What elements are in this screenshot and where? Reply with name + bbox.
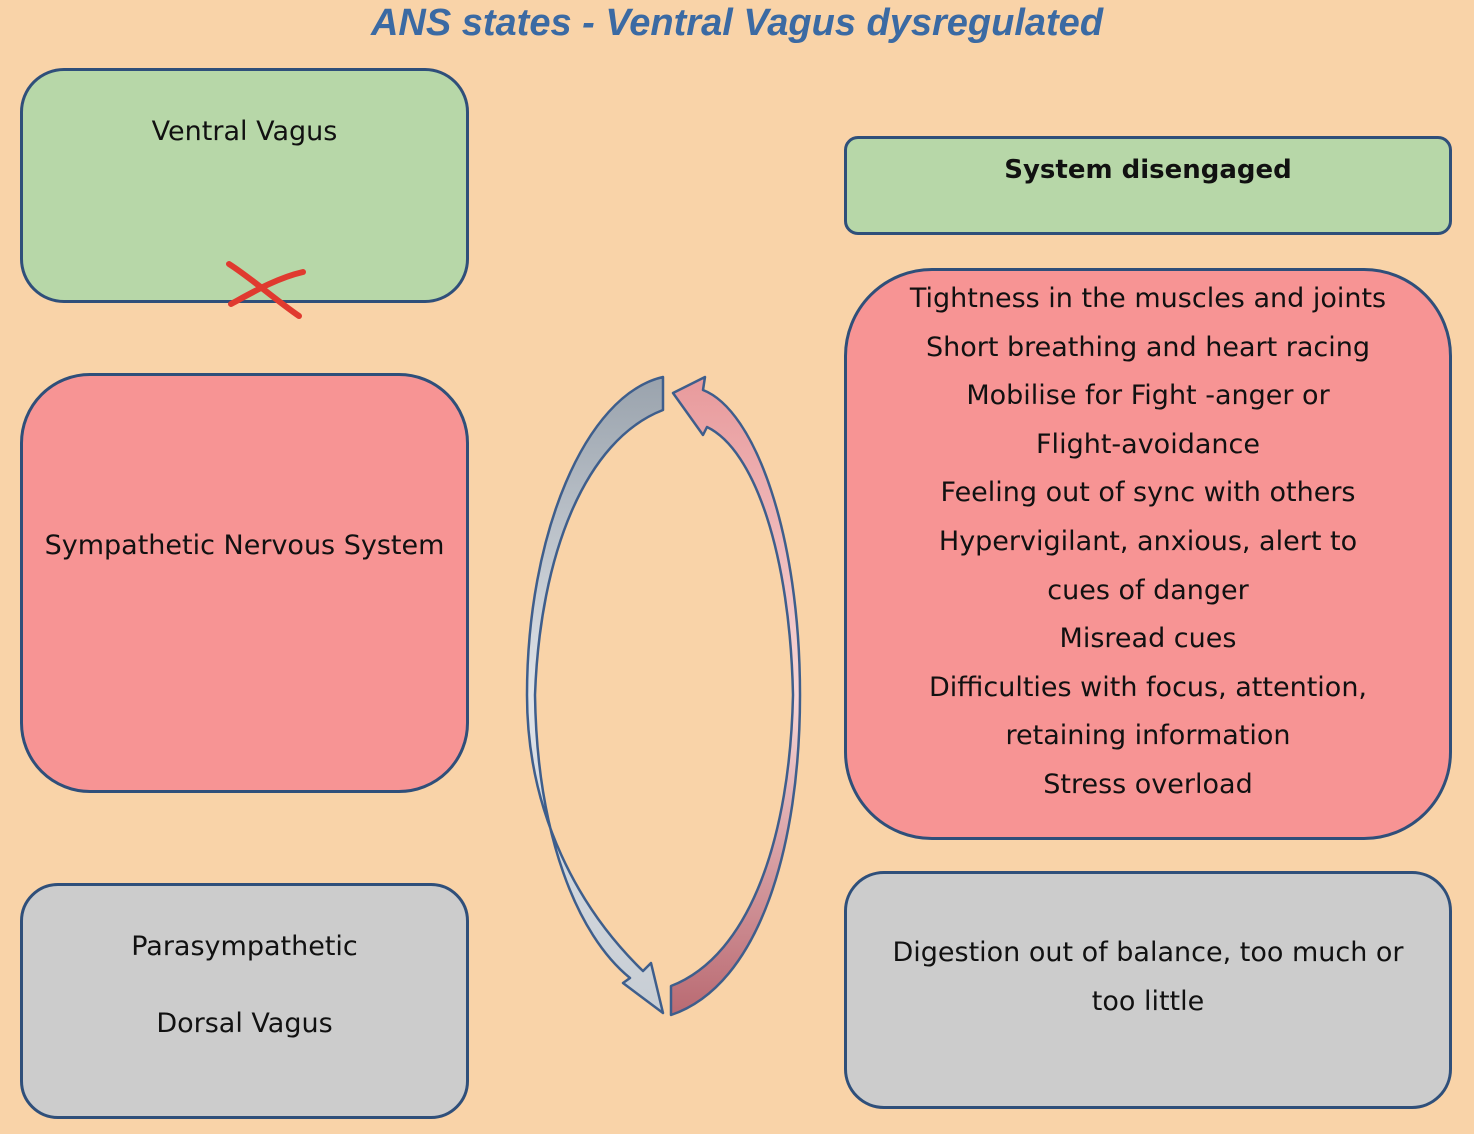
dorsal-vagus-label: Dorsal Vagus <box>156 1008 333 1039</box>
system-state-box: System disengaged <box>844 136 1452 235</box>
symptom-line: Flight-avoidance <box>1036 428 1260 460</box>
digestion-label: Digestion out of balance, too much or to… <box>892 937 1404 1017</box>
sympathetic-label: Sympathetic Nervous System <box>44 530 445 561</box>
cross-stroke-2 <box>228 269 306 307</box>
red-arrow-up <box>669 375 802 1017</box>
symptom-line: Feeling out of sync with others <box>940 477 1356 509</box>
sympathetic-box: Sympathetic Nervous System <box>20 373 469 793</box>
ventral-vagus-box: Ventral Vagus <box>20 68 469 319</box>
system-state-label: System disengaged <box>1004 155 1292 185</box>
symptom-line: Misread cues <box>1059 623 1237 655</box>
cycle-arrows <box>525 375 802 1017</box>
symptom-line: Tightness in the muscles and joints <box>909 283 1387 314</box>
symptom-line: Stress overload <box>1043 768 1253 800</box>
grey-arrow-down <box>525 375 665 1015</box>
symptoms-box: Tightness in the muscles and joints Shor… <box>844 268 1452 840</box>
digestion-box: Digestion out of balance, too much or to… <box>844 871 1452 1109</box>
page-title: ANS states - Ventral Vagus dysregulated <box>370 2 1104 44</box>
symptom-line: Difficulties with focus, attention, <box>928 671 1368 703</box>
parasympathetic-box: Parasympathetic Dorsal Vagus <box>20 883 469 1119</box>
cross-stroke-1 <box>226 261 302 319</box>
red-cross-icon <box>226 261 306 319</box>
symptom-line: Mobilise for Fight -anger or <box>966 380 1330 412</box>
symptom-line: cues of danger <box>1047 574 1249 606</box>
symptom-line: Short breathing and heart racing <box>925 331 1371 363</box>
symptoms-list: Tightness in the muscles and joints Shor… <box>857 275 1439 810</box>
parasympathetic-label: Parasympathetic <box>131 931 358 962</box>
symptom-line: Hypervigilant, anxious, alert to <box>938 525 1358 557</box>
ventral-vagus-label: Ventral Vagus <box>151 116 338 147</box>
symptom-line: retaining information <box>1005 720 1291 752</box>
